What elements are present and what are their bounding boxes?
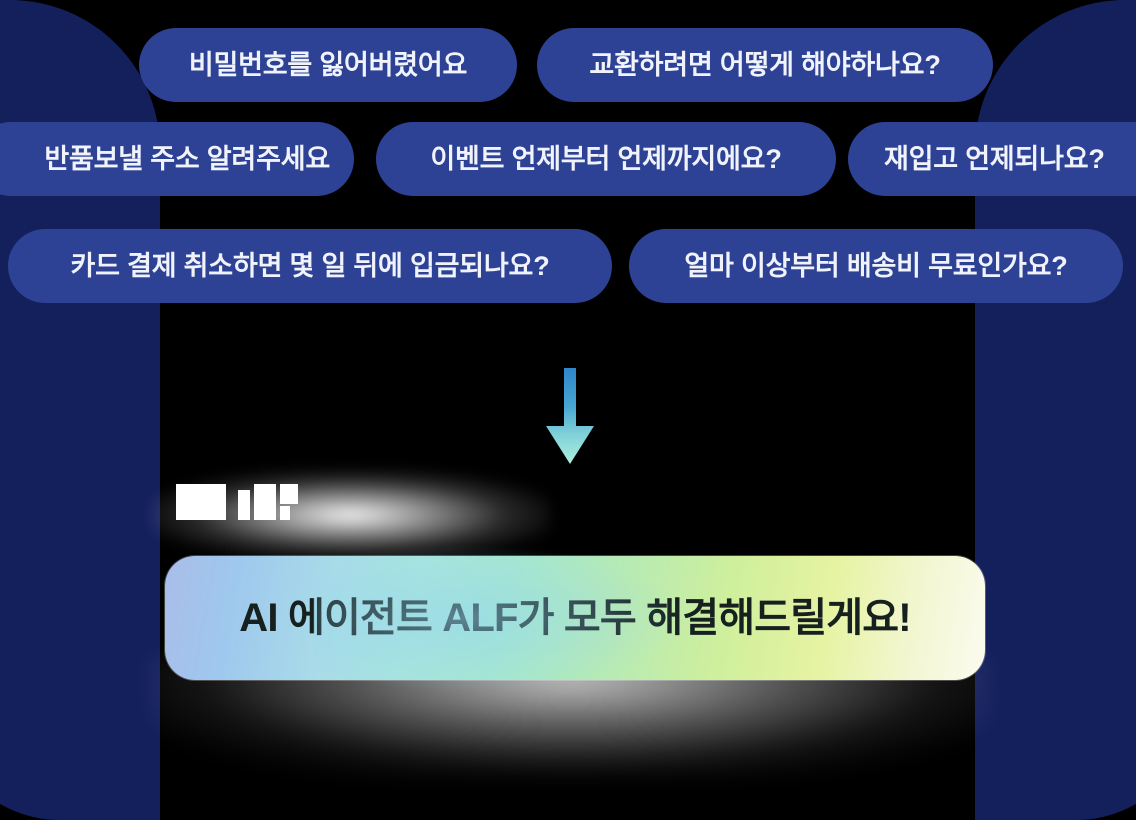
question-pill-event-period[interactable]: 이벤트 언제부터 언제까지에요? (376, 122, 836, 196)
down-arrow-icon (544, 368, 596, 468)
question-pill-card-refund[interactable]: 카드 결제 취소하면 몇 일 뒤에 입금되나요? (8, 229, 612, 303)
question-pill-label: 교환하려면 어떻게 해야하나요? (589, 49, 941, 80)
question-pill-label: 이벤트 언제부터 언제까지에요? (430, 143, 782, 174)
question-pill-free-shipping[interactable]: 얼마 이상부터 배송비 무료인가요? (629, 229, 1123, 303)
question-pill-restock[interactable]: 재입고 언제되나요? (848, 122, 1136, 196)
logo-fragment-blocks (176, 484, 312, 520)
question-pill-label: 얼마 이상부터 배송비 무료인가요? (684, 250, 1068, 281)
question-pill-label: 재입고 언제되나요? (884, 143, 1105, 174)
question-pill-label: 반품보낼 주소 알려주세요 (44, 143, 330, 174)
question-pill-password[interactable]: 비밀번호를 잃어버렸어요 (139, 28, 517, 102)
headline-text: AI 에이전트 ALF가 모두 해결해드릴게요! (239, 596, 911, 640)
question-pill-return-address[interactable]: 반품보낼 주소 알려주세요 (0, 122, 354, 196)
headline-banner: AI 에이전트 ALF가 모두 해결해드릴게요! (165, 543, 985, 693)
question-pill-exchange[interactable]: 교환하려면 어떻게 해야하나요? (537, 28, 993, 102)
question-pill-label: 비밀번호를 잃어버렸어요 (188, 49, 468, 80)
question-pill-label: 카드 결제 취소하면 몇 일 뒤에 입금되나요? (70, 250, 550, 281)
